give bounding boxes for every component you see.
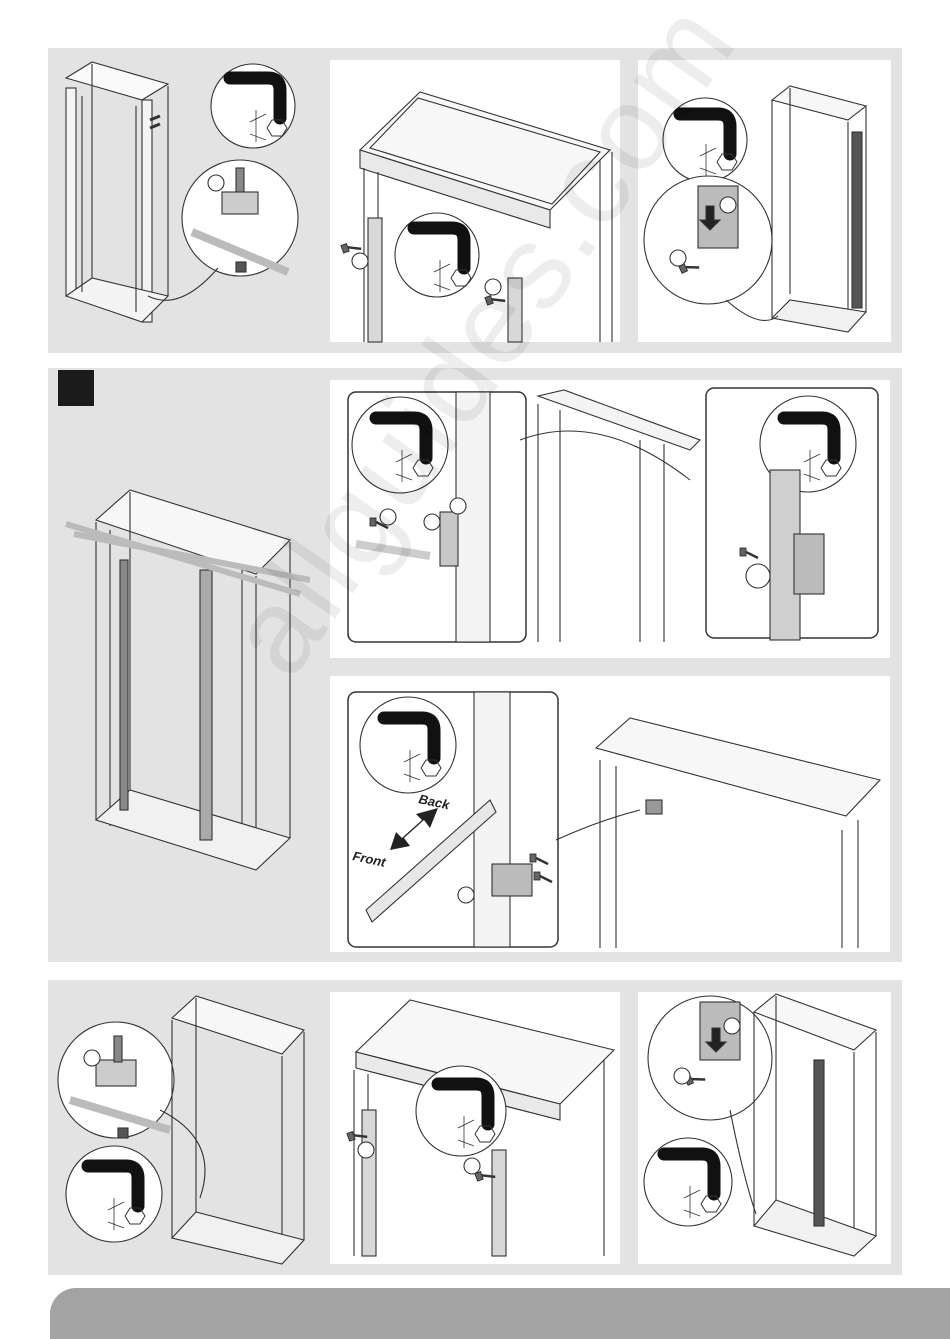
cabinet-frame-1	[66, 62, 168, 322]
footer-bar	[50, 1288, 950, 1339]
